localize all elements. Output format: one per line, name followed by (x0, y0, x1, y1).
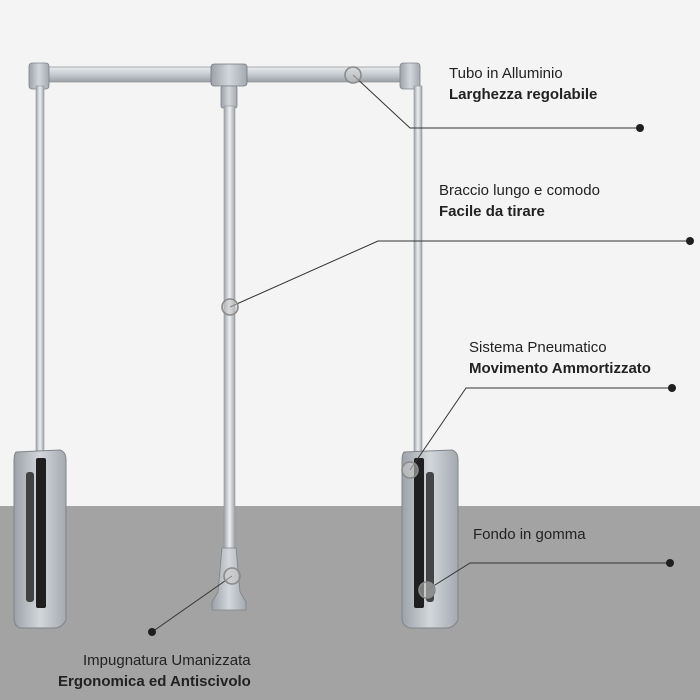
callout-pneumatic-subtitle: Movimento Ammortizzato (469, 360, 651, 377)
callout-handle-title: Impugnatura Umanizzata (83, 652, 251, 669)
left-housing-slot (36, 458, 46, 608)
callout-tube: Tubo in Alluminio Larghezza regolabile (449, 63, 597, 105)
right-housing-inner (426, 472, 434, 602)
left-housing-inner (26, 472, 34, 602)
pull-arm (223, 105, 236, 552)
leader-line-tube (352, 74, 640, 129)
leader-line-pneumatic (409, 387, 672, 471)
leader-line-handle (151, 575, 233, 633)
dot-tube (636, 124, 644, 132)
leader-line-arm (229, 240, 690, 308)
left-end-cap (28, 62, 50, 90)
marker-rubber (418, 581, 436, 599)
dot-handle (148, 628, 156, 636)
right-housing-slot (414, 458, 424, 608)
callout-handle-subtitle: Ergonomica ed Antiscivolo (58, 673, 251, 690)
callout-rubber-title: Fondo in gomma (473, 526, 586, 543)
callout-rubber: Fondo in gomma (473, 524, 586, 545)
dot-rubber (666, 559, 674, 567)
leader-dots (148, 124, 694, 636)
callout-pneumatic-title: Sistema Pneumatico (469, 339, 607, 356)
marker-handle (223, 567, 241, 585)
callout-markers (221, 66, 436, 599)
marker-arm (221, 298, 239, 316)
callout-tube-title: Tubo in Alluminio (449, 65, 563, 82)
dot-pneumatic (668, 384, 676, 392)
callout-arm: Braccio lungo e comodo Facile da tirare (439, 180, 600, 222)
callout-arm-subtitle: Facile da tirare (439, 203, 545, 220)
floor (0, 506, 700, 700)
right-rod (413, 85, 423, 457)
callout-tube-subtitle: Larghezza regolabile (449, 86, 598, 103)
center-joint-neck (220, 85, 238, 109)
leader-line-rubber (426, 562, 670, 591)
dot-arm (686, 237, 694, 245)
left-rod (35, 85, 45, 457)
right-end-cap (399, 62, 421, 90)
center-joint (210, 63, 248, 87)
marker-tube (344, 66, 362, 84)
callout-pneumatic: Sistema Pneumatico Movimento Ammortizzat… (469, 337, 651, 379)
callout-arm-title: Braccio lungo e comodo (439, 182, 600, 199)
leader-lines (151, 74, 690, 633)
marker-pneumatic (401, 461, 419, 479)
callout-handle: Impugnatura Umanizzata Ergonomica ed Ant… (58, 650, 251, 692)
